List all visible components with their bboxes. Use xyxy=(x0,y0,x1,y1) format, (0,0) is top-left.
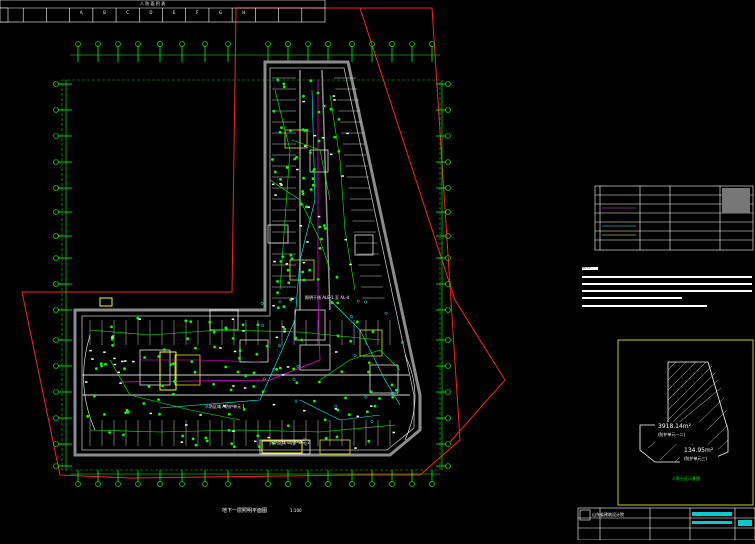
building-inner-walls xyxy=(81,67,415,451)
site-area2-sub: (防护单元三) xyxy=(684,456,708,461)
title-block-company: 山东省建筑设计院 xyxy=(592,512,624,517)
drawing-scale: 1:100 xyxy=(290,508,302,513)
top-table-cell: H xyxy=(242,10,246,15)
top-area-table xyxy=(0,0,326,23)
notes-lines xyxy=(582,267,752,307)
plan-frame xyxy=(61,79,441,471)
annotation-feeder: 照明干线 ALE-1 至 AL-4 xyxy=(305,295,350,300)
site-plan-caption: 人防分区示意图 xyxy=(672,476,700,481)
annotation-zone-a: 人防区域 A防护单元 1 xyxy=(205,404,245,409)
site-area-label: 3918.14m² xyxy=(658,423,692,430)
top-table-cell: B xyxy=(103,10,106,15)
top-table-title: 人 防 面 积 表 xyxy=(140,1,166,6)
top-table-cell: E xyxy=(172,10,176,15)
annotation-zone-b: 人防区域 B防护单元 2 xyxy=(270,440,310,445)
building-walls xyxy=(73,60,422,457)
top-table-cell: A xyxy=(79,10,83,15)
top-table-cell: D xyxy=(149,10,153,15)
site-area2-label: 134.95m² xyxy=(684,447,714,454)
legend-table xyxy=(594,185,754,251)
site-boundary xyxy=(21,7,506,479)
top-table-cell: F xyxy=(196,10,199,15)
site-area-sub: (防护单元一二) xyxy=(658,432,686,437)
title-block xyxy=(577,507,755,541)
drawing-title: 地下一层照明平面图 xyxy=(222,508,268,514)
axis-grid xyxy=(53,41,451,487)
top-table-cell: C xyxy=(126,10,130,15)
notes-heading: 说明: xyxy=(582,264,592,269)
interior-layout xyxy=(82,69,416,455)
top-table-cell: G xyxy=(218,10,223,15)
site-key-plan xyxy=(617,339,754,506)
